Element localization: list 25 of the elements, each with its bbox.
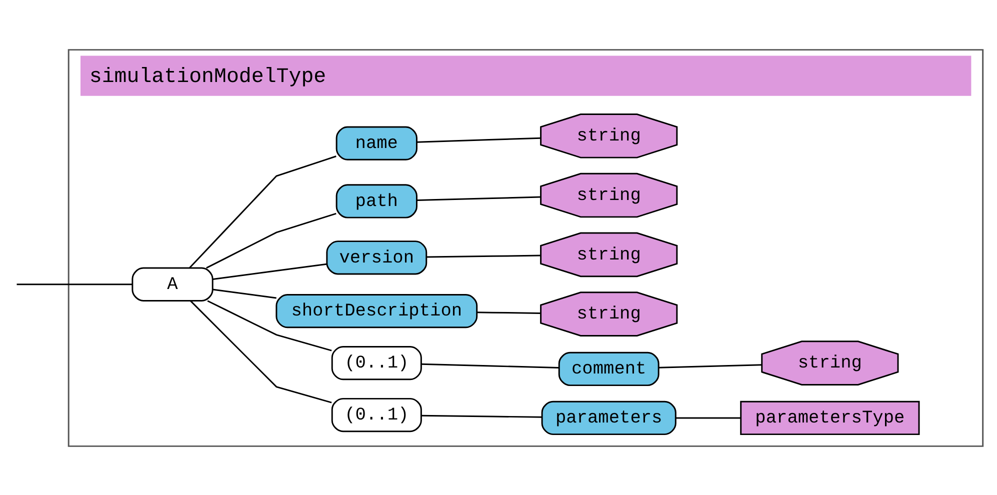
connector	[416, 136, 540, 142]
connector	[426, 254, 540, 258]
connector	[420, 362, 558, 368]
node-box: parameters	[540, 400, 676, 435]
node-box: parametersType	[740, 400, 920, 435]
node-box: name	[335, 126, 417, 160]
node-box: (0..1)	[330, 397, 422, 432]
connector	[206, 300, 332, 351]
connector	[476, 311, 540, 314]
connector	[206, 212, 336, 268]
connector	[658, 364, 762, 368]
node-box: shortDescription	[275, 294, 478, 328]
connector	[189, 300, 332, 403]
connector	[420, 414, 542, 418]
connector	[212, 288, 276, 298]
node-box: version	[326, 240, 427, 274]
node-box: comment	[558, 351, 659, 386]
connector	[416, 196, 540, 200]
node-box: (0..1)	[330, 345, 422, 380]
connector	[188, 155, 336, 268]
node-box: path	[335, 184, 417, 218]
connector	[16, 283, 132, 285]
connector	[675, 416, 740, 418]
node-box: A	[131, 266, 213, 301]
connector	[212, 262, 326, 280]
